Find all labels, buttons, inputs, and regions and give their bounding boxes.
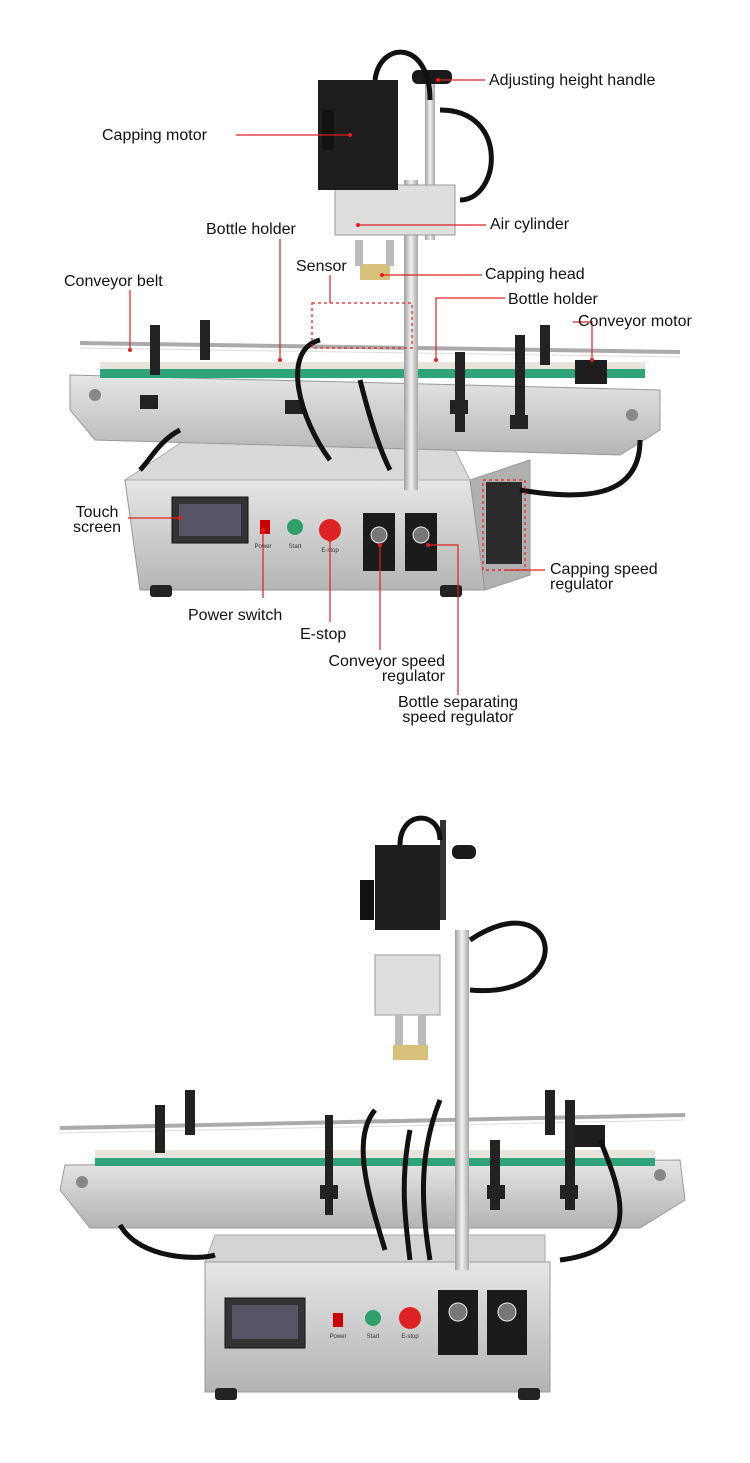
adjusting-height-handle-bottom <box>452 845 476 859</box>
label-conveyor-speed-line2: regulator <box>381 668 445 685</box>
label-bottle-sep-line2: speed regulator <box>402 709 514 726</box>
label-capping-speed-regulator: Capping speed regulator <box>550 561 658 593</box>
capping-head <box>360 264 390 280</box>
label-conveyor-belt: Conveyor belt <box>64 273 163 290</box>
e-stop-button <box>319 519 341 541</box>
leader-lines-top <box>128 78 594 695</box>
start-button <box>287 519 303 535</box>
control-panel-bottom <box>224 1290 527 1355</box>
start-button-bottom <box>365 1310 381 1326</box>
label-bottle-holder-right: Bottle holder <box>508 291 598 308</box>
conveyor-bottom <box>59 1113 686 1229</box>
air-cylinder <box>334 184 456 236</box>
label-touch-screen-line1: Touch <box>75 504 119 521</box>
label-touch-screen-line2: screen <box>72 519 122 536</box>
label-power-switch: Power switch <box>188 607 283 624</box>
control-panel <box>171 496 437 571</box>
label-capping-motor: Capping motor <box>102 127 207 144</box>
label-e-stop: E-stop <box>300 626 347 643</box>
air-cylinder-bottom <box>374 954 441 1016</box>
panel-text-start: Start <box>289 544 302 550</box>
capping-speed-box <box>486 482 522 564</box>
speed-regulator-1-bottom <box>438 1290 478 1355</box>
label-bottle-separating-speed-regulator: Bottle separating speed regulator <box>383 694 533 726</box>
label-capping-head: Capping head <box>485 266 585 283</box>
panel-text-estop-bottom: E-stop <box>401 1334 419 1340</box>
conveyor-belt <box>100 368 645 378</box>
conveyor-motor-bottom <box>575 1125 605 1147</box>
touch-screen-bottom <box>224 1297 306 1349</box>
cables-bottom <box>117 815 623 1263</box>
bottle-holder-clamps-bottom <box>155 1090 578 1215</box>
label-adjusting-height-handle: Adjusting height handle <box>489 72 656 89</box>
e-stop-button-bottom <box>399 1307 421 1329</box>
capping-motor-bottom <box>375 845 440 930</box>
label-bottle-sep-line1: Bottle separating <box>397 694 519 711</box>
adjusting-height-handle <box>412 70 452 84</box>
label-capping-speed-line2: regulator <box>550 576 614 593</box>
label-capping-speed-line1: Capping speed <box>550 561 658 578</box>
speed-regulator-2-bottom <box>487 1290 527 1355</box>
conveyor-motor <box>575 360 607 384</box>
label-bottle-holder-left: Bottle holder <box>206 221 296 238</box>
capping-column-bottom <box>360 820 476 1270</box>
capping-head-bottom <box>393 1045 428 1060</box>
bottle-holder-clamps <box>140 320 550 432</box>
power-switch-bottom <box>333 1313 343 1327</box>
label-air-cylinder: Air cylinder <box>490 216 570 233</box>
label-conveyor-speed-regulator: Conveyor speed regulator <box>300 653 445 685</box>
label-conveyor-speed-line1: Conveyor speed <box>328 653 445 670</box>
base-cabinet-bottom <box>204 1234 551 1400</box>
panel-text-power-bottom: Power <box>329 1334 346 1340</box>
label-conveyor-motor: Conveyor motor <box>578 313 692 330</box>
machine-illustration-top: Power Start E-stop <box>69 49 681 695</box>
label-sensor: Sensor <box>296 258 347 275</box>
conveyor-belt-bottom <box>95 1158 655 1166</box>
label-touch-screen: Touch screen <box>62 504 132 536</box>
power-switch <box>260 520 270 534</box>
capping-column <box>318 70 456 490</box>
cables <box>138 49 643 498</box>
panel-text-start-bottom: Start <box>367 1334 380 1340</box>
